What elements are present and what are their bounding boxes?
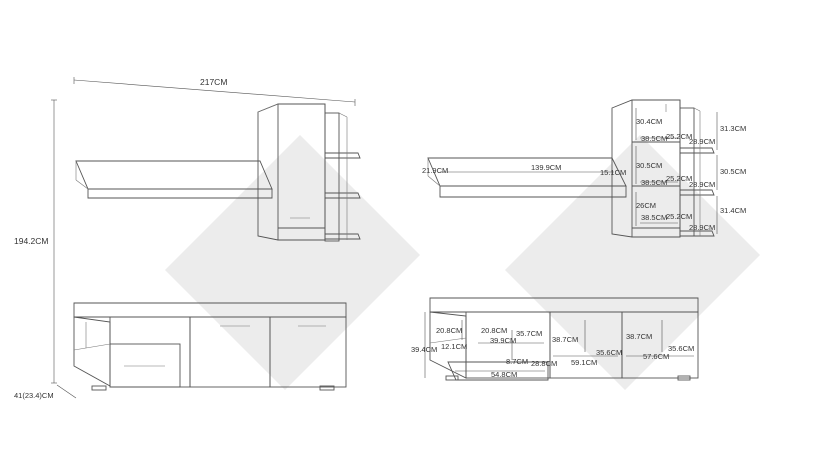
cabinet-shelf-height-1-label: 30.4CM (636, 117, 662, 126)
wall-shelf-height-right-label: 15.1CM (600, 168, 626, 177)
cabinet-inner-width-2-label: 38.5CM (641, 178, 667, 187)
stand-compartment-width-1-label: 59.1CM (571, 358, 597, 367)
cabinet-inner-depth-2-label: 25.2CM (666, 174, 692, 183)
side-shelf-width-2-label: 28.9CM (689, 180, 715, 189)
stand-open-top-height-label: 20.8CM (436, 326, 462, 335)
stand-height-label: 39.4CM (411, 345, 437, 354)
cabinet-shelf-height-3-label: 26CM (636, 201, 656, 210)
side-shelf-height-3-label: 31.4CM (720, 206, 746, 215)
overall-height-label: 194.2CM (14, 236, 49, 246)
stand-compartment-depth-1-label: 35.6CM (596, 348, 622, 357)
watermark-diamond-left (165, 135, 420, 390)
stand-drawer-depth-label: 28.8CM (531, 359, 557, 368)
stand-open-low-height-label: 12.1CM (441, 342, 467, 351)
cabinet-detail: 30.4CM 30.5CM 26CM 38.5CM 38.5CM 38.5CM … (611, 99, 746, 238)
wall-shelf-height-left-label: 21.9CM (422, 166, 448, 175)
wall-shelf (75, 160, 273, 199)
cabinet-inner-width-3-label: 38.5CM (641, 213, 667, 222)
wall-shelf-detail: 21.9CM 139.9CM 15.1CM (422, 157, 627, 198)
stand-open-top-depth-label: 35.7CM (516, 329, 542, 338)
stand-open-top-inner-label: 20.8CM (481, 326, 507, 335)
cabinet-shelf-height-2-label: 30.5CM (636, 161, 662, 170)
stand-compartment-height-2-label: 38.7CM (626, 332, 652, 341)
side-shelf-width-1-label: 28.9CM (689, 137, 715, 146)
stand-compartment-depth-2-label: 35.6CM (668, 344, 694, 353)
stand-drawer-height-label: 8.7CM (506, 357, 528, 366)
tv-stand (73, 302, 347, 391)
stand-compartment-height-1-label: 38.7CM (552, 335, 578, 344)
cabinet-inner-depth-1-label: 25.2CM (666, 132, 692, 141)
stand-open-low-width-label: 39.9CM (490, 336, 516, 345)
wall-shelf-length-label: 139.9CM (531, 163, 561, 172)
stand-compartment-width-2-label: 57.6CM (643, 352, 669, 361)
side-shelf-width-3-label: 28.9CM (689, 223, 715, 232)
overall-unit-drawing: 217CM 194.2CM 41(23.4)CM (14, 77, 361, 400)
side-shelf-height-2-label: 30.5CM (720, 167, 746, 176)
detail-drawing: 21.9CM 139.9CM 15.1CM (411, 99, 746, 381)
wall-cabinet (257, 103, 361, 242)
overall-width-label: 217CM (200, 77, 227, 87)
side-shelf-height-1-label: 31.3CM (720, 124, 746, 133)
stand-drawer-width-label: 54.8CM (491, 370, 517, 379)
watermark-diamond-right (505, 135, 760, 390)
cabinet-inner-width-1-label: 38.5CM (641, 134, 667, 143)
tv-stand-detail: 20.8CM 20.8CM 35.7CM 39.4CM 12.1CM 39.9C… (411, 297, 699, 381)
cabinet-inner-depth-3-label: 25.2CM (666, 212, 692, 221)
overall-depth-label: 41(23.4)CM (14, 391, 54, 400)
